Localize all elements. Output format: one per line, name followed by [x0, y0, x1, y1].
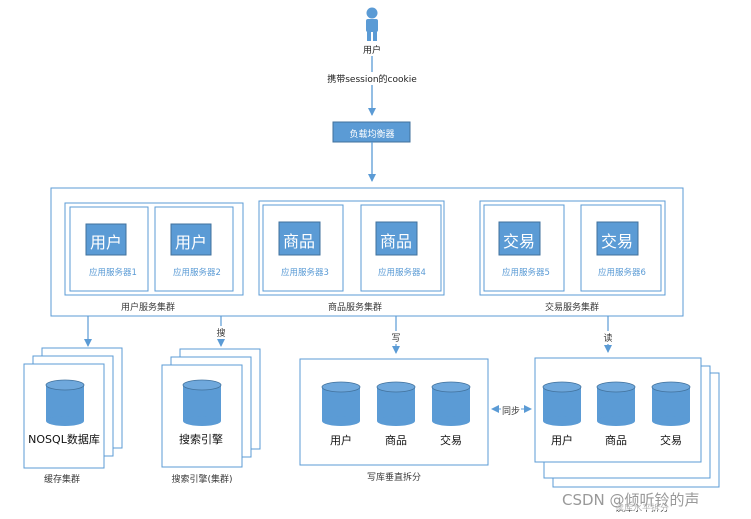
app-server-4-box: [360, 204, 442, 292]
search-edge-label: 搜: [216, 326, 226, 339]
server-4-tile-label: 商品: [379, 232, 413, 251]
write-db-user-label: 用户: [330, 434, 352, 447]
app-server-3-box: [262, 204, 344, 292]
write-db-trade-label: 交易: [440, 434, 462, 447]
server-4-tile: [375, 221, 418, 256]
read-db-user-icon: [542, 381, 582, 426]
read-edge-label: 读: [603, 331, 613, 344]
trade-cluster-label: 交易服务集群: [544, 303, 600, 313]
server-1-caption: 应用服务器1: [89, 268, 137, 278]
server-2-tile: [170, 223, 212, 256]
read-db-trade-label: 交易: [660, 434, 682, 447]
server-3-tile-label: 商品: [282, 232, 316, 251]
read-db-user-label: 用户: [551, 434, 573, 447]
server-6-caption: 应用服务器6: [598, 268, 646, 278]
read-db-trade-icon: [651, 381, 691, 426]
load-balancer-label: 负载均衡器: [349, 130, 395, 140]
read-db-product-label: 商品: [605, 434, 627, 447]
sync-label: 同步: [500, 404, 522, 417]
server-6-tile: [596, 221, 639, 256]
app-server-5-box: [483, 204, 565, 292]
server-3-tile: [278, 221, 321, 256]
app-server-6-box: [580, 204, 662, 292]
write-db-trade-icon: [431, 381, 471, 426]
server-2-caption: 应用服务器2: [173, 268, 221, 278]
csdn-watermark: CSDN @倾听铃的声: [562, 489, 700, 510]
nosql-name: NOSQL数据库: [28, 433, 100, 446]
search-engine-database-icon: [182, 379, 222, 426]
product-cluster-label: 商品服务集群: [327, 303, 383, 313]
product-cluster-group: [258, 200, 445, 296]
server-5-tile-label: 交易: [502, 232, 536, 251]
write-db-product-label: 商品: [385, 434, 407, 447]
user-label: 用户: [362, 46, 382, 56]
nosql-caption: 缓存集群: [43, 475, 81, 485]
write-edge-label: 写: [391, 331, 401, 344]
server-6-tile-label: 交易: [600, 232, 634, 251]
write-db-caption: 写库垂直拆分: [366, 473, 422, 483]
app-server-1-box: [69, 206, 149, 292]
write-db-product-icon: [376, 381, 416, 426]
server-3-caption: 应用服务器3: [281, 268, 329, 278]
trade-cluster-group: [479, 200, 666, 296]
cookie-label: 携带session的cookie: [325, 72, 419, 85]
server-2-tile-label: 用户: [174, 233, 208, 252]
server-1-tile: [85, 223, 127, 256]
search-engine-caption: 搜索引擎(集群): [171, 475, 233, 485]
search-engine-name: 搜索引擎: [179, 433, 223, 446]
server-5-caption: 应用服务器5: [502, 268, 550, 278]
service-clusters-container: [50, 187, 684, 317]
app-server-2-box: [154, 206, 234, 292]
user-person-icon: [366, 7, 378, 41]
user-cluster-label: 用户服务集群: [120, 303, 176, 313]
nosql-database-icon: [45, 379, 85, 426]
server-1-tile-label: 用户: [89, 233, 123, 252]
user-cluster-group: [64, 202, 244, 296]
server-5-tile: [498, 221, 541, 256]
read-db-product-icon: [596, 381, 636, 426]
write-db-user-icon: [321, 381, 361, 426]
server-4-caption: 应用服务器4: [378, 268, 426, 278]
